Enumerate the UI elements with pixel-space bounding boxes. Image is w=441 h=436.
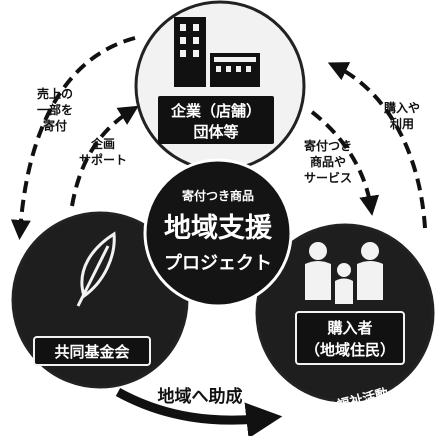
arrow-planning-support: [70, 105, 139, 207]
label-grant: 地域へ助成: [158, 386, 243, 407]
center-title-line1: 地域支援: [164, 213, 273, 244]
fund-label: 共同基金会: [54, 343, 129, 361]
arrow-donated-goods: [310, 110, 380, 216]
node-center: [143, 158, 293, 308]
building-icon: [174, 17, 260, 87]
business-label-box: [158, 96, 274, 144]
family-icon: [305, 242, 383, 304]
label-donated-goods-3: サービス: [304, 170, 352, 185]
buyers-label-line2: （地域住民）: [305, 341, 395, 359]
label-purchase-use-1: 購入や: [383, 100, 420, 115]
business-label-line1: 企業（店舗）: [170, 102, 261, 120]
business-label-line2: 団体等: [193, 123, 238, 141]
fund-label-box: [33, 336, 151, 366]
label-planning-support-2: サポート: [79, 152, 127, 167]
buyers-label-line1: 購入者: [326, 319, 372, 337]
label-sales-donation-3: 寄付: [43, 118, 67, 133]
label-planning-support-1: 企画: [90, 136, 115, 151]
label-donated-goods-1: 寄付つき: [304, 138, 352, 153]
center-subtitle: 寄付つき商品: [182, 188, 254, 203]
label-donated-goods-2: 商品や: [310, 154, 346, 169]
label-sales-donation-2: 一部を: [37, 102, 73, 117]
feather-icon: [76, 231, 116, 307]
arrow-sales-donation: [10, 36, 136, 240]
buyers-label-box: [295, 311, 405, 365]
label-purchase-use-2: 利用: [390, 116, 414, 131]
center-title-line2: プロジェクト: [164, 252, 272, 274]
label-sales-donation-1: 売上の: [37, 86, 73, 101]
arrow-purchase-use: [327, 62, 427, 229]
arrow-grant: [115, 388, 283, 436]
